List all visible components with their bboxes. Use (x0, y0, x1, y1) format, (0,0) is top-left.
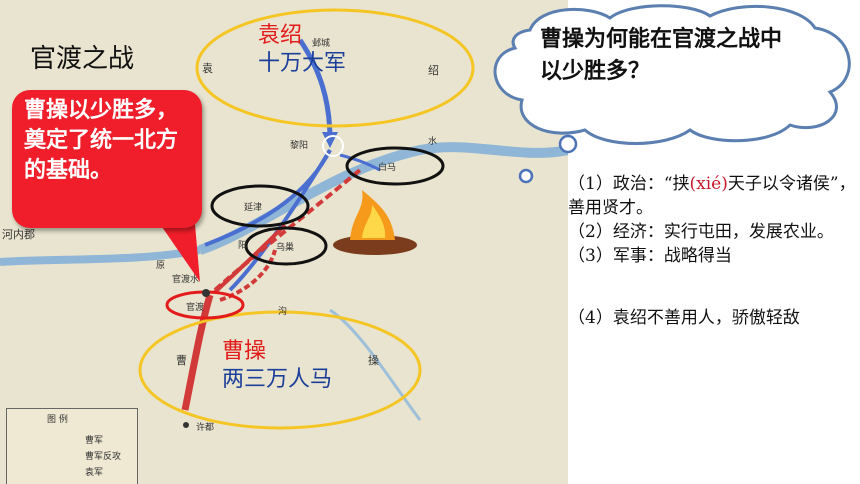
place-yecheng: 邺城 (312, 39, 331, 49)
river-west (0, 246, 201, 266)
cao-arrow-baima (213, 168, 362, 292)
place-wuchao: 乌巢 (276, 243, 295, 253)
fire-icon (333, 190, 417, 255)
place-yang: 阳 (238, 241, 248, 251)
place-guandu: 官渡 (186, 303, 205, 313)
guandu-marker (202, 289, 210, 297)
map-char-yuan: 袁 (202, 62, 213, 75)
map-legend: 图 例 曹军 曹军反攻 袁军 (6, 408, 138, 484)
map-char-cao: 曹 (176, 354, 187, 367)
cao-arrow-main (181, 294, 214, 411)
legend-yuan: 袁军 (85, 468, 104, 478)
cao-name: 曹操 (222, 339, 267, 364)
map-char-cao2: 操 (368, 354, 379, 367)
xudu-marker (183, 422, 189, 428)
answer-politics-post: 天子以令诸侯”，善用贤才。 (568, 174, 856, 218)
answer-economy: （2）经济：实行屯田，发展农业。 (568, 222, 834, 242)
baima-circle (345, 146, 445, 186)
yanjin-circle (210, 184, 310, 228)
yuan-label: 袁绍 十万大军 (258, 22, 346, 78)
place-hebei: 河内郡 (2, 228, 35, 241)
cao-force: 两三万人马 (222, 367, 333, 392)
place-xudu: 许都 (196, 423, 215, 433)
wuchao-circle (244, 226, 328, 266)
legend-title: 图 例 (47, 415, 68, 425)
answer-yuan-shao: （4）袁绍不善用人，骄傲轻敌 (568, 308, 800, 328)
map-graphics (0, 8, 568, 471)
liyang-marker (322, 135, 344, 157)
map-char-shao: 绍 (428, 64, 439, 77)
thought-cloud (493, 4, 851, 184)
place-liyang: 黎阳 (290, 141, 309, 151)
cao-ellipse (138, 310, 422, 430)
answer-politics-pinyin: (xié) (689, 174, 728, 194)
legend-cao: 曹军 (85, 436, 104, 446)
question-text: 曹操为何能在官渡之战中以少胜多？ (540, 27, 783, 84)
place-baima: 白马 (378, 163, 397, 173)
yuan-ellipse (195, 8, 475, 128)
cao-label: 曹操 两三万人马 (222, 338, 332, 394)
place-gou: 沟 (278, 307, 288, 317)
yuan-arrow-main (297, 38, 333, 141)
callout-text: 曹操以少胜多，奠定了统一北方的基础。 (24, 98, 179, 183)
place-yuan: 原 (156, 261, 166, 271)
place-shui: 水 (428, 137, 438, 147)
place-yanjin: 延津 (244, 203, 263, 213)
yuan-name: 袁绍 (258, 23, 303, 48)
answer-military: （3）军事：战略得当 (568, 246, 732, 266)
callout-box (12, 90, 202, 228)
battle-map: 邺城 黎阳 白马 延津 乌巢 官渡 官渡水 许都 原 阳 水 沟 河内郡 袁 绍… (0, 0, 568, 484)
answer-politics: （1）政治：“挟(xié)天子以令诸侯”，善用贤才。 (568, 172, 860, 220)
legend-cao-counter: 曹军反攻 (85, 452, 122, 462)
slide-title: 官渡之战 (30, 44, 135, 74)
callout-shape (160, 224, 200, 282)
yuan-arrow-baima (339, 153, 381, 172)
answer-list: （1）政治：“挟(xié)天子以令诸侯”，善用贤才。 （2）经济：实行屯田，发展… (568, 172, 860, 330)
answer-politics-pre: （1）政治：“挟 (568, 174, 690, 194)
place-guandushui: 官渡水 (172, 275, 200, 285)
yuan-force: 十万大军 (258, 51, 347, 76)
